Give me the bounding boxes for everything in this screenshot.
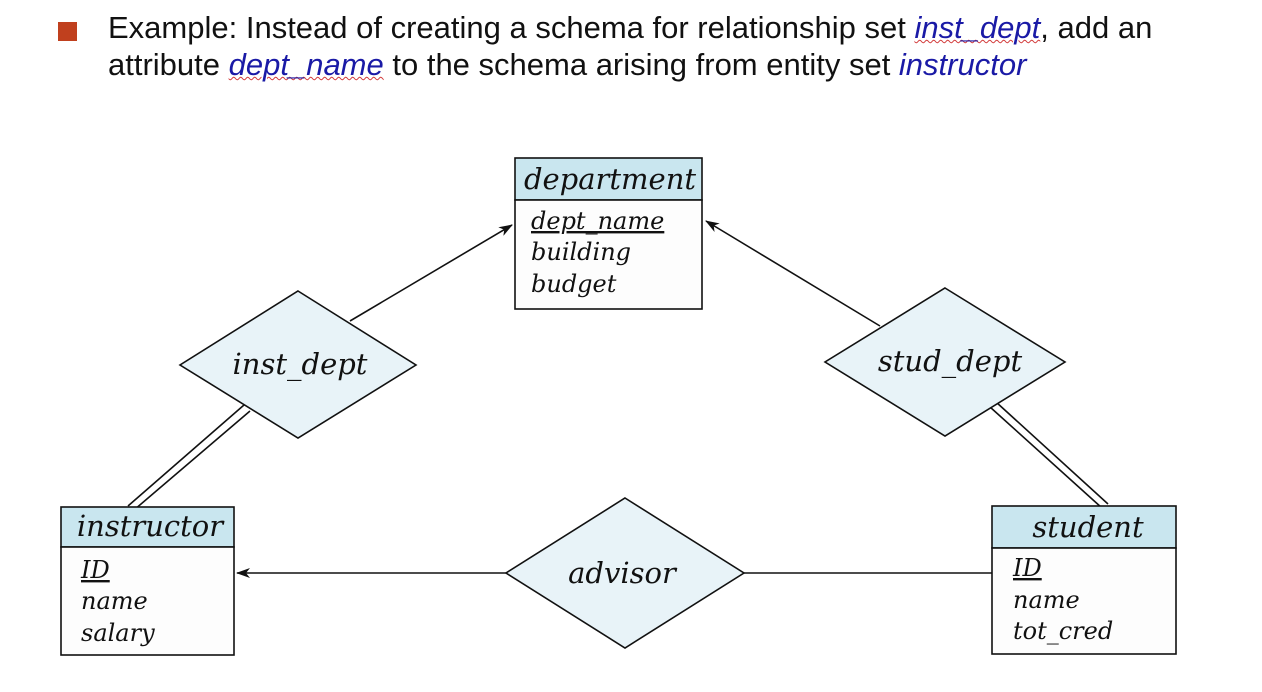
entity-student: student ID name tot_cred bbox=[991, 505, 1177, 655]
entity-department-body bbox=[514, 199, 703, 310]
relationship-stud-dept: stud_dept bbox=[823, 287, 1067, 437]
entity-student-title: student bbox=[1032, 510, 1144, 544]
entity-student-body bbox=[991, 547, 1177, 655]
connector-stud-dept-to-student bbox=[989, 401, 1109, 509]
entity-student-attr: name bbox=[1013, 586, 1080, 614]
entity-instructor-title: instructor bbox=[77, 509, 225, 543]
entity-instructor-attr-key: ID bbox=[80, 556, 110, 584]
bullet-square bbox=[58, 22, 77, 41]
relationship-advisor-label: advisor bbox=[568, 556, 678, 590]
relationship-inst-dept-diamond bbox=[178, 290, 418, 439]
entity-department-title: department bbox=[524, 162, 696, 196]
text-after-1: , add an attribute bbox=[108, 10, 1153, 82]
keyword-dept-name: dept_name bbox=[228, 47, 384, 82]
keyword-inst-dept: inst_dept bbox=[914, 10, 1041, 45]
entity-student-attr: tot_cred bbox=[1013, 617, 1113, 645]
relationship-stud-dept-label: stud_dept bbox=[878, 344, 1023, 379]
connector-stud-dept-to-department bbox=[705, 220, 881, 327]
entity-department-attr: budget bbox=[531, 270, 617, 298]
entity-instructor-header bbox=[60, 506, 235, 548]
relationship-advisor: advisor bbox=[504, 497, 746, 649]
text-after-2: to the schema arising from entity set bbox=[383, 47, 899, 82]
text-before-1: Example: Instead of creating a schema fo… bbox=[108, 10, 915, 45]
entity-department-attr: building bbox=[531, 238, 631, 266]
slide-bullet-text: Example: Instead of creating a schema fo… bbox=[108, 9, 1228, 83]
entity-department-attr-key: dept_name bbox=[531, 207, 664, 235]
entity-instructor-body bbox=[60, 546, 235, 656]
relationship-inst-dept: inst_dept bbox=[178, 290, 418, 439]
connector-inst-dept-to-department bbox=[349, 224, 513, 322]
relationship-stud-dept-diamond bbox=[823, 287, 1067, 437]
entity-student-header bbox=[991, 505, 1177, 549]
entity-instructor-attr: salary bbox=[81, 619, 155, 647]
entity-instructor-attr: name bbox=[81, 587, 148, 615]
relationship-inst-dept-label: inst_dept bbox=[233, 347, 368, 382]
relationship-advisor-diamond bbox=[504, 497, 746, 649]
entity-instructor: instructor ID name salary bbox=[60, 506, 235, 656]
entity-student-attr-key: ID bbox=[1012, 554, 1042, 582]
entity-department: department dept_name building budget bbox=[514, 157, 703, 310]
keyword-instructor: instructor bbox=[898, 47, 1027, 82]
connector-inst-dept-to-instructor bbox=[127, 404, 251, 511]
